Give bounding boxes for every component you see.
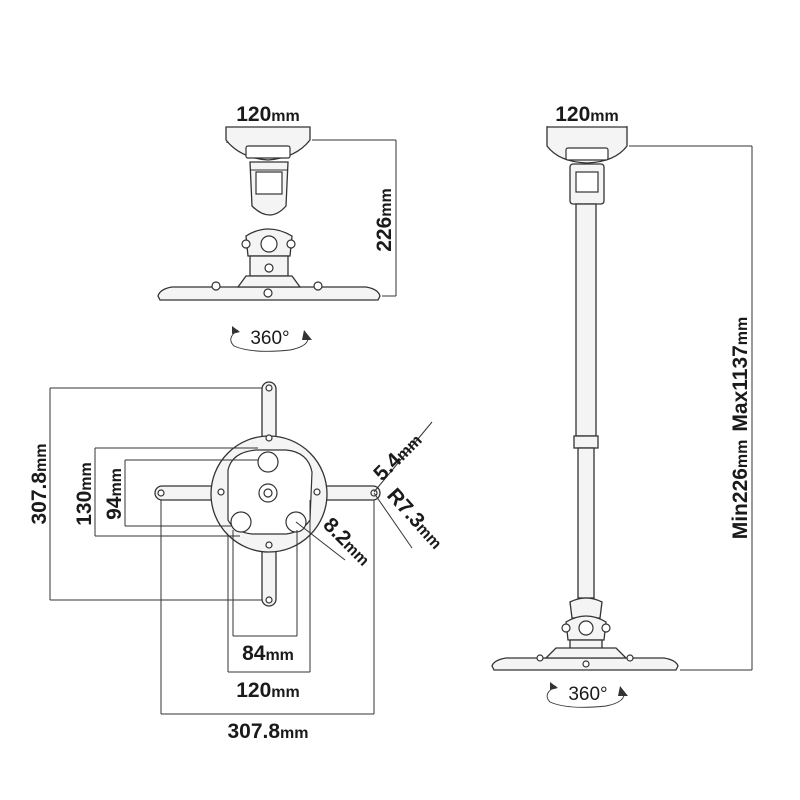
extended-mount-height-dimension: Min226mmMax1137mm [629,145,753,671]
short-mount-view: 120mm 226mm 360° [157,103,397,352]
extended-mount-rotation-icon: 360° [546,682,628,708]
plate-height-inner-dimension: 94mm [103,459,258,527]
short-mount-width-dimension: 120mm [226,103,309,143]
plate-radius-dimension: R7.3mm [373,484,444,553]
plate-width-mid-dimension: 120mm [227,500,311,702]
plate-hole-label: 8.2mm [318,513,375,570]
plate-height-inner-label: 94mm [103,468,126,520]
plate-height-outer-dimension: 307.8mm [28,387,262,601]
plate-width-inner-label: 84mm [242,642,294,665]
plate-height-mid-dimension: 130mm [73,447,258,537]
plate-width-outer-label: 307.8mm [227,720,308,743]
extended-mount-height-label: Min226mmMax1137mm [729,317,752,540]
extended-mount-width-dimension: 120mm [546,103,628,140]
plate-slot-width-dimension: 5.4mm [369,421,433,493]
plate-width-inner-dimension: 84mm [232,530,298,665]
short-mount-height-dimension: 226mm [312,139,397,297]
short-mount-width-label: 120mm [236,103,300,126]
short-mount-rotation-label: 360° [250,328,289,349]
plate-height-outer-label: 307.8mm [28,443,51,524]
plate-top-view: 307.8mm 130mm 94mm 5.4mm R7.3mm 8.2mm [28,381,444,743]
extended-mount-view: 120mm Min226mmMax1137mm [491,103,753,708]
plate-width-mid-label: 120mm [236,679,300,702]
plate-width-outer-dimension: 307.8mm [160,500,375,743]
extended-mount-rotation-label: 360° [568,684,607,705]
extended-mount-width-label: 120mm [555,103,619,126]
plate-slot-width-label: 5.4mm [369,429,426,486]
plate-height-mid-label: 130mm [73,462,96,526]
short-mount-height-label: 226mm [373,188,396,252]
short-mount-rotation-icon: 360° [230,326,312,352]
